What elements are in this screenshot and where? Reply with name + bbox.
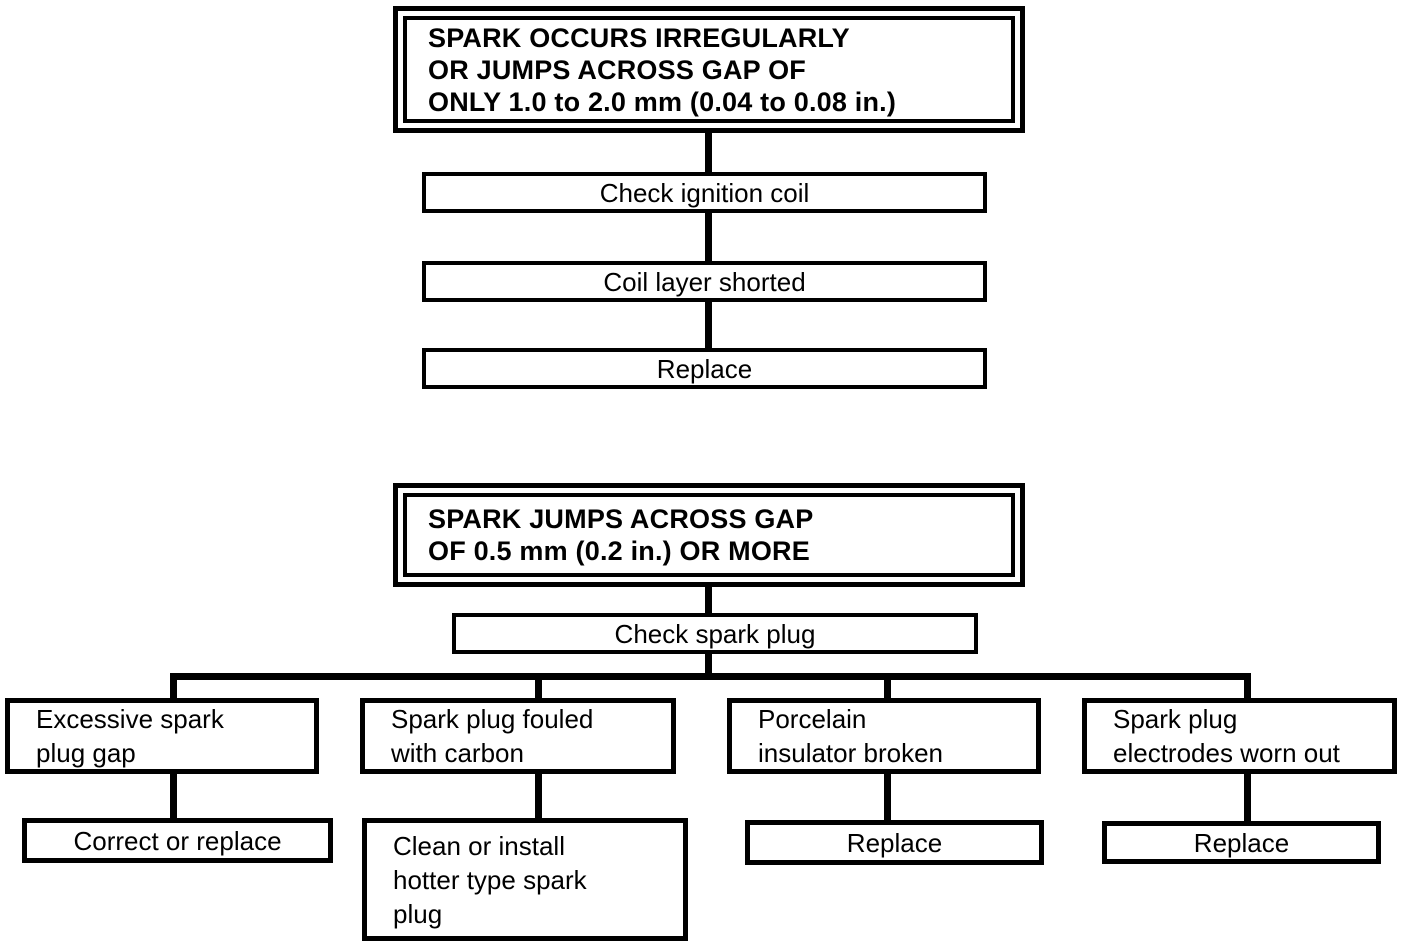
branch-distribution-line	[170, 673, 1251, 680]
connector-line	[170, 774, 177, 818]
remedy-box-clean-or-install: Clean or install hotter type spark plug	[362, 818, 688, 941]
remedy-box-replace-electrodes: Replace	[1102, 821, 1381, 864]
step-box-check-ignition-coil: Check ignition coil	[422, 172, 987, 213]
cause-box-fouled-carbon: Spark plug fouled with carbon	[360, 698, 676, 774]
start-condition-label: SPARK OCCURS IRREGULARLY OR JUMPS ACROSS…	[403, 16, 1015, 123]
start-condition-box-spark-jumps: SPARK JUMPS ACROSS GAP OF 0.5 mm (0.2 in…	[393, 483, 1025, 587]
remedy-label: Replace	[846, 827, 943, 858]
cause-label: Spark plug electrodes worn out	[1113, 704, 1340, 768]
connector-line	[1244, 680, 1251, 698]
connector-line	[705, 302, 712, 348]
connector-line	[705, 587, 712, 613]
connector-line	[535, 774, 542, 818]
connector-line	[705, 133, 712, 172]
connector-line	[884, 774, 891, 820]
remedy-box-replace-coil: Replace	[422, 348, 987, 389]
remedy-box-correct-or-replace: Correct or replace	[22, 818, 333, 863]
remedy-label: Replace	[1193, 827, 1290, 858]
step-box-check-spark-plug: Check spark plug	[452, 613, 978, 654]
step-label: Coil layer shorted	[603, 266, 806, 297]
cause-box-electrodes-worn: Spark plug electrodes worn out	[1082, 698, 1397, 774]
connector-line	[535, 680, 542, 698]
step-box-coil-layer-shorted: Coil layer shorted	[422, 261, 987, 302]
cause-box-excessive-gap: Excessive spark plug gap	[5, 698, 319, 774]
cause-label: Excessive spark plug gap	[36, 704, 224, 768]
remedy-label: Correct or replace	[73, 825, 282, 856]
connector-line	[1244, 774, 1251, 821]
start-condition-box-spark-irregular: SPARK OCCURS IRREGULARLY OR JUMPS ACROSS…	[393, 6, 1025, 133]
step-label: Check spark plug	[614, 618, 816, 649]
remedy-box-replace-insulator: Replace	[745, 820, 1044, 865]
connector-line	[705, 654, 712, 673]
start-condition-label: SPARK JUMPS ACROSS GAP OF 0.5 mm (0.2 in…	[403, 493, 1015, 577]
cause-label: Porcelain insulator broken	[758, 704, 943, 768]
connector-line	[170, 680, 177, 698]
remedy-label: Clean or install hotter type spark plug	[393, 830, 587, 929]
cause-box-porcelain-broken: Porcelain insulator broken	[727, 698, 1041, 774]
remedy-label: Replace	[656, 353, 753, 384]
cause-label: Spark plug fouled with carbon	[391, 704, 594, 768]
connector-line	[884, 680, 891, 698]
connector-line	[705, 213, 712, 261]
step-label: Check ignition coil	[599, 177, 810, 208]
